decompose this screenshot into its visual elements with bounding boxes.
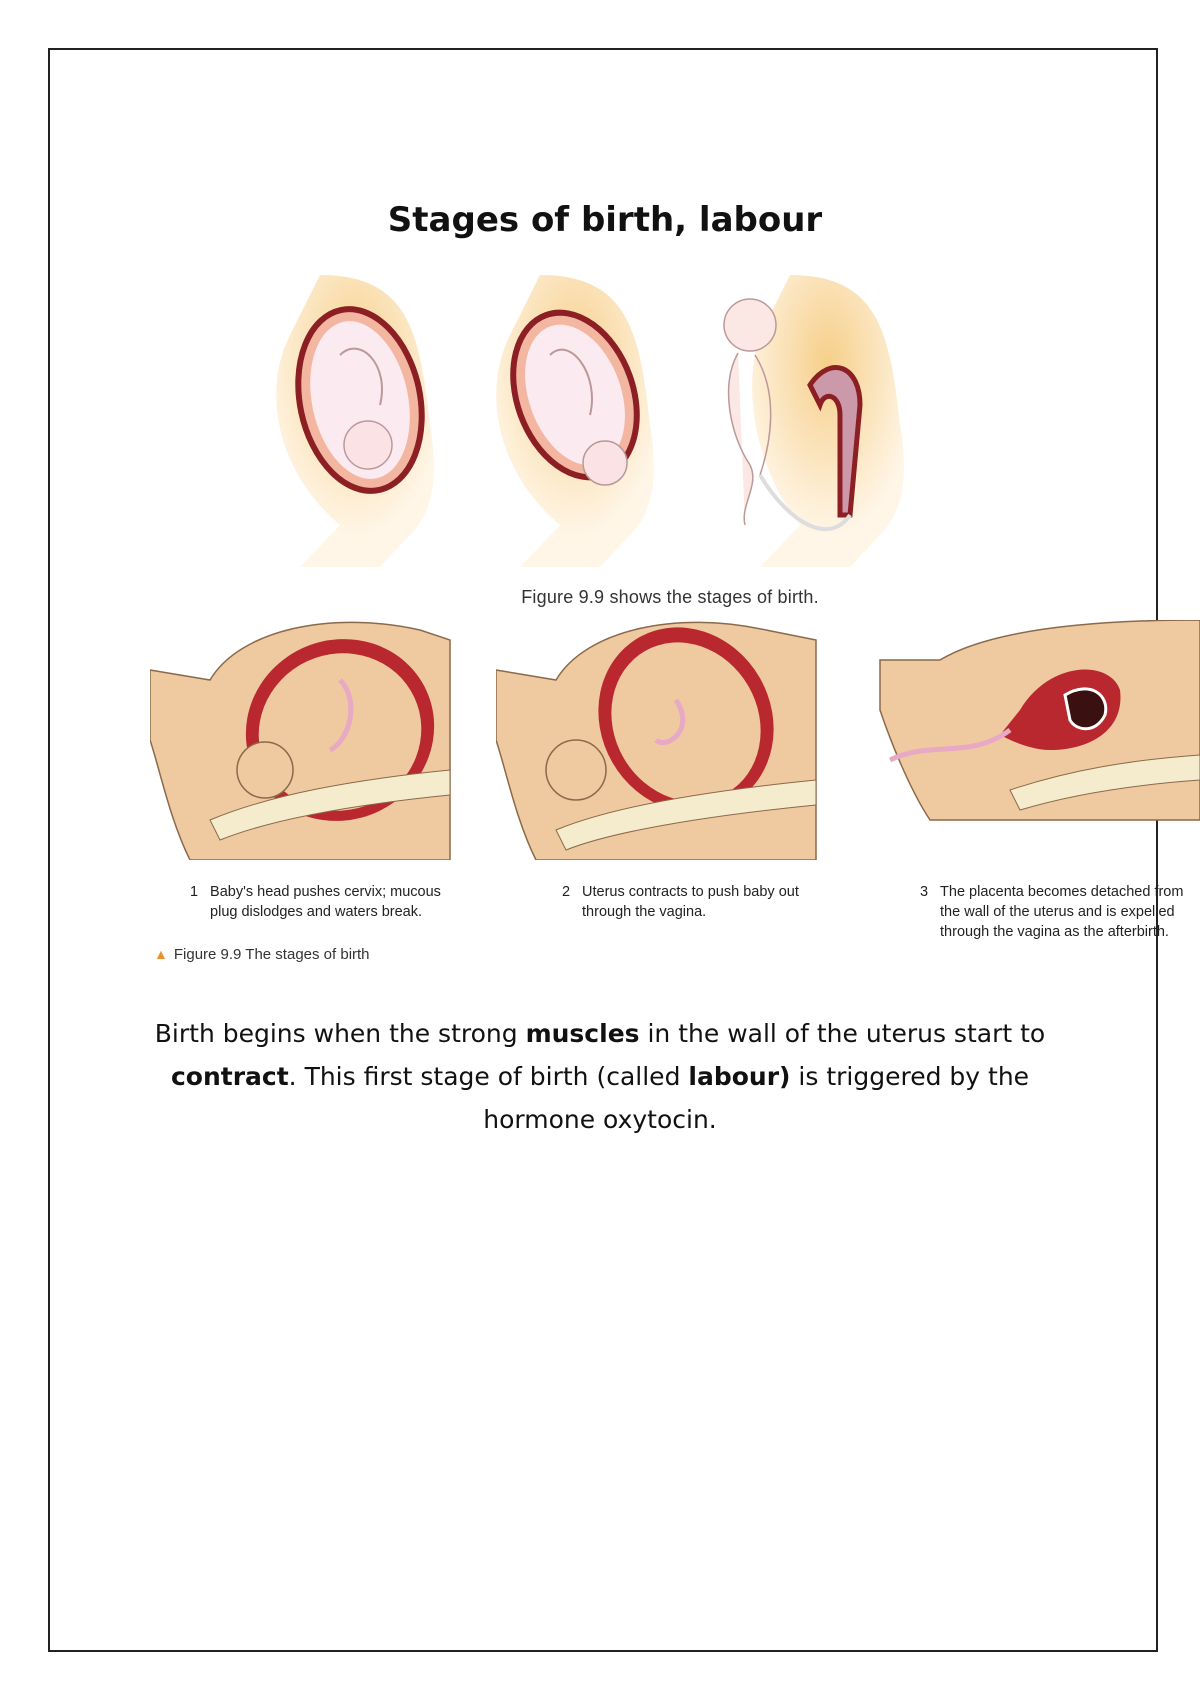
top-stage-2-drawing [496, 275, 654, 567]
top-stage-3-drawing [723, 275, 904, 567]
paragraph-bold-labour: labour) [688, 1062, 791, 1091]
paragraph-text-2: in the wall of the uterus start to [639, 1019, 1046, 1048]
page-title: Stages of birth, labour [387, 200, 823, 240]
stage-2-caption: 2 Uterus contracts to push baby out thro… [562, 882, 822, 922]
stage-1-diagram [150, 621, 451, 860]
paragraph-text-1: Birth begins when the strong [154, 1019, 526, 1048]
stage-2-number: 2 [562, 884, 571, 900]
stage-1-text: Baby's head pushes cervix; mucous plug d… [210, 884, 441, 920]
figure-label-text: Figure 9.9 The stages of birth [173, 946, 370, 963]
stage-2-text: Uterus contracts to push baby out throug… [582, 884, 799, 920]
stage-3-number: 3 [920, 884, 929, 900]
top-figure-caption: Figure 9.9 shows the stages of birth. [521, 587, 819, 607]
top-stages-illustration [276, 275, 904, 567]
figure-label: ▲ Figure 9.9 The stages of birth [154, 946, 370, 963]
body-paragraph: Birth begins when the strong muscles in … [140, 1012, 1060, 1141]
stage-3-text: The placenta becomes detached from the w… [940, 884, 1184, 940]
triangle-icon: ▲ [154, 946, 168, 962]
stage-1-caption: 1 Baby's head pushes cervix; mucous plug… [190, 882, 480, 922]
paragraph-text-3: . This first stage of birth (called [288, 1062, 689, 1091]
stage-1-number: 1 [190, 884, 199, 900]
stage-3-diagram [879, 620, 1200, 821]
stage-3-caption: 3 The placenta becomes detached from the… [920, 882, 1200, 942]
top-stage-1-drawing [276, 275, 434, 567]
page-frame: Stages of birth, labour [48, 48, 1200, 1652]
paragraph-bold-contract: contract [170, 1062, 289, 1091]
paragraph-bold-muscles: muscles [525, 1019, 640, 1048]
paragraph-text-4: is triggered by the hormone oxytocin. [483, 1062, 1030, 1134]
stage-2-diagram [496, 621, 817, 860]
